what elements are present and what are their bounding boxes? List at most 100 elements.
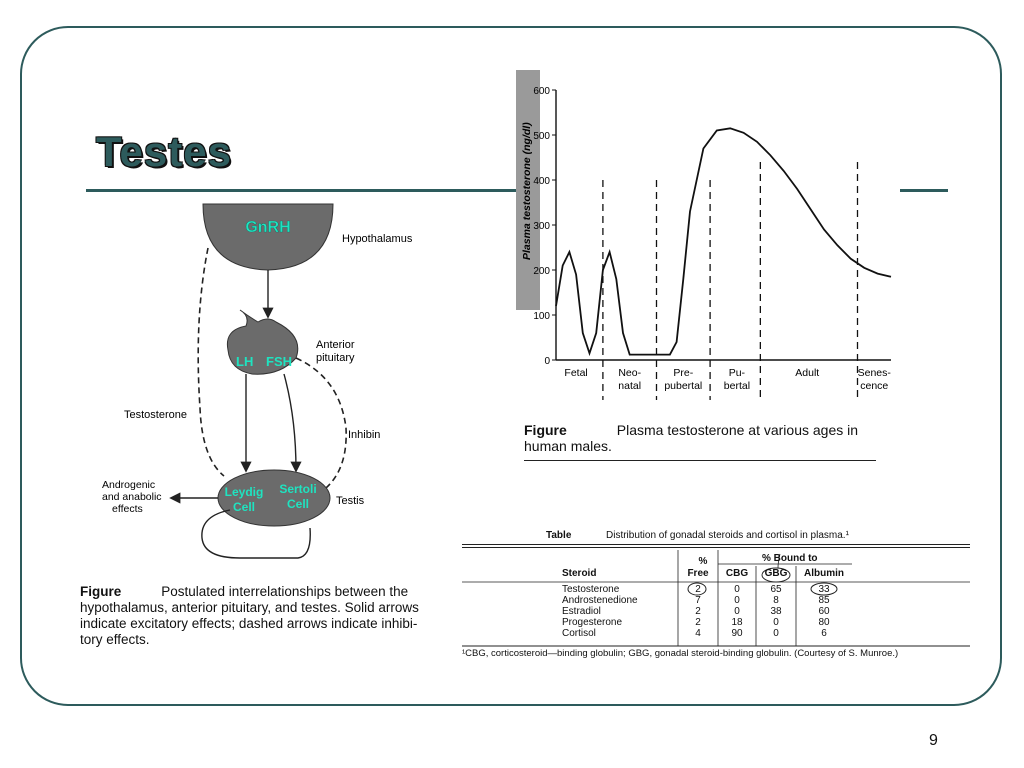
cell-cbg: 0 (734, 595, 740, 606)
table-label: Table (546, 530, 572, 541)
chart-caption: Figure Plasma testosterone at various age… (524, 422, 876, 461)
stage-label: Neo- (618, 367, 641, 379)
androgenic-label-2: and anabolic (102, 491, 162, 503)
chart-ylabel: Plasma testosterone (ng/dl) (521, 122, 533, 260)
cell-free: 7 (695, 595, 701, 606)
table-title: Distribution of gonadal steroids and cor… (606, 530, 849, 541)
cell-cbg: 18 (731, 617, 743, 628)
cell-free: 2 (695, 617, 701, 628)
testosterone-label: Testosterone (124, 409, 187, 421)
table-row: Estradiol 2 0 38 60 (462, 606, 972, 617)
chart-caption-line-1: Plasma testosterone at various ages in (616, 422, 859, 438)
steroid-table: Table Distribution of gonadal steroids a… (462, 526, 972, 666)
cell-steroid: Testosterone (562, 584, 620, 595)
title-rule-right (900, 189, 948, 192)
slide-frame (20, 26, 1002, 706)
cell-cbg: 90 (731, 628, 743, 639)
cell-albumin: 6 (821, 628, 827, 639)
ytick-label: 300 (533, 221, 550, 232)
cell-steroid: Progesterone (562, 617, 623, 628)
table-rule-top2 (462, 547, 970, 548)
cell-steroid: Androstenedione (562, 595, 638, 606)
androgenic-label-3: effects (112, 503, 143, 515)
left-figure-caption: Figure Postulated interrelationships betw… (80, 584, 450, 648)
table-row: Androstenedione 7 0 8 85 (462, 595, 972, 606)
leydig-label-2: Cell (233, 500, 255, 514)
stage-label: cence (860, 380, 888, 392)
left-caption-line-3: indicate excitatory effects; dashed arro… (80, 616, 418, 631)
cell-steroid: Estradiol (562, 606, 601, 617)
cell-free: 2 (695, 606, 701, 617)
col-bound-head: % Bound to (762, 553, 818, 564)
cell-cbg: 0 (734, 606, 740, 617)
testosterone-feedback-loop (197, 247, 225, 477)
fsh-arrow (283, 373, 302, 473)
table-grid (462, 550, 970, 647)
stage-label: Pre- (673, 367, 693, 379)
testosterone-chart: Plasma testosterone (ng/dl) 0 100 200 300 40… (516, 70, 896, 410)
left-caption-line-2: hypothalamus, anterior pituitary, and te… (80, 600, 419, 615)
cell-gbg: 0 (773, 628, 779, 639)
table-row: Progesterone 2 18 0 80 (462, 617, 972, 628)
ytick-label: 600 (533, 86, 550, 97)
cell-albumin: 33 (818, 584, 830, 595)
stage-label: Pu- (729, 367, 746, 379)
stage-label: bertal (724, 380, 750, 392)
hand-arrow (777, 553, 781, 569)
stage-label: Adult (795, 367, 819, 379)
anterior-label-1: Anterior (316, 339, 355, 351)
col-free-head-2: Free (687, 568, 709, 579)
androgenic-label-1: Androgenic (102, 479, 155, 491)
cell-free: 4 (695, 628, 701, 639)
sertoli-label-1: Sertoli (279, 482, 316, 496)
stage-label: pubertal (664, 380, 702, 392)
cell-free: 2 (695, 584, 701, 595)
ytick-label: 100 (533, 311, 550, 322)
local-loop (201, 509, 311, 559)
fsh-label: FSH (266, 354, 292, 369)
table-footnote: ¹CBG, corticosteroid—binding globulin; G… (462, 648, 899, 659)
circle-free-testosterone (687, 582, 707, 596)
inhibin-label: Inhibin (348, 429, 380, 441)
cell-steroid: Cortisol (562, 628, 596, 639)
chart-yticks: 0 100 200 300 400 500 600 (533, 86, 556, 367)
title-rule-left (86, 189, 516, 192)
chart-axes (555, 90, 891, 361)
ytick-label: 400 (533, 176, 550, 187)
hypothalamus-label: Hypothalamus (342, 233, 413, 245)
page-number: 9 (929, 732, 938, 749)
ytick-label: 0 (544, 356, 550, 367)
scan-edge-shade (516, 70, 540, 310)
cell-gbg: 65 (770, 584, 782, 595)
table-rule-top (462, 544, 970, 545)
cell-albumin: 80 (818, 617, 830, 628)
col-free-head-1: % (698, 556, 708, 567)
ytick-label: 200 (533, 266, 550, 277)
left-caption-line-1: Postulated interrelationships between th… (161, 584, 409, 599)
circle-albumin-testosterone (810, 582, 838, 596)
hpg-axis-diagram: Hypothalamus GnRH LH FSH Anterior pituit… (90, 198, 490, 578)
cell-albumin: 85 (818, 595, 830, 606)
testosterone-line (555, 127, 892, 357)
hpg-diagram-svg: Hypothalamus GnRH LH FSH Anterior pituit… (102, 203, 413, 559)
col-albumin-head: Albumin (804, 568, 844, 579)
col-gbg-head: GBG (764, 568, 788, 579)
ytick-label: 500 (533, 131, 550, 142)
cell-gbg: 38 (770, 606, 782, 617)
left-caption-label: Figure (80, 584, 122, 599)
inhibin-feedback-loop (295, 357, 347, 489)
gnrh-label: GnRH (245, 219, 290, 236)
chart-caption-label: Figure (524, 422, 567, 438)
hypothalamus-shape (202, 203, 334, 271)
lh-label: LH (236, 354, 253, 369)
slide-title: Testes (96, 128, 232, 175)
stage-dividers (602, 162, 859, 400)
cell-gbg: 8 (773, 595, 779, 606)
chart-caption-underline (524, 460, 876, 461)
cell-albumin: 60 (818, 606, 830, 617)
cell-gbg: 0 (773, 617, 779, 628)
pituitary-shape (226, 309, 299, 375)
